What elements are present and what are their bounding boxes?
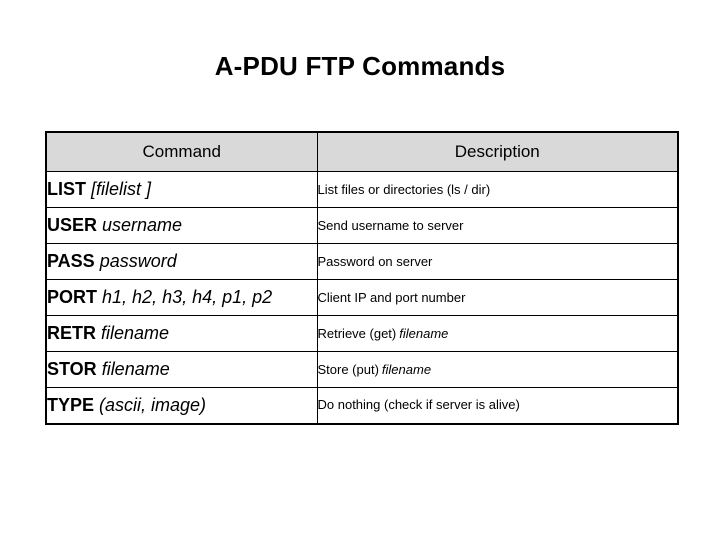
- command-argument: [filelist ]: [91, 179, 152, 200]
- command-name: TYPE: [47, 394, 95, 415]
- cell-description: Password on server: [316, 243, 679, 280]
- command-argument: h1, h2, h3, h4, p1, p2: [102, 287, 273, 308]
- cell-description: Do nothing (check if server is alive): [316, 387, 679, 424]
- cell-command: TYPE(ascii, image): [45, 387, 318, 424]
- table-header: Command Description: [45, 131, 679, 172]
- command-name: RETR: [47, 323, 96, 344]
- column-header-command: Command: [45, 131, 318, 172]
- command-name: PASS: [47, 251, 95, 272]
- cell-description: Retrieve (get)filename: [316, 315, 679, 352]
- column-header-command-label: Command: [142, 141, 221, 161]
- command-name: LIST: [47, 179, 86, 200]
- column-header-description: Description: [316, 131, 679, 172]
- description-text: Client IP and port number: [317, 289, 466, 305]
- description-text: Send username to server: [317, 217, 464, 233]
- table-body: LIST[filelist ]List files or directories…: [45, 171, 679, 424]
- table-row: LIST[filelist ]List files or directories…: [45, 171, 679, 208]
- table-row: TYPE(ascii, image)Do nothing (check if s…: [45, 387, 679, 424]
- description-emphasis: filename: [381, 361, 432, 377]
- table-header-row: Command Description: [45, 131, 679, 172]
- command-argument: filename: [101, 323, 170, 344]
- page-title: A-PDU FTP Commands: [214, 51, 506, 81]
- cell-description: List files or directories (ls / dir): [316, 171, 679, 208]
- cell-description: Client IP and port number: [316, 279, 679, 316]
- column-header-description-label: Description: [454, 141, 540, 161]
- command-argument: filename: [101, 359, 170, 380]
- ftp-commands-table: Command Description LIST[filelist ]List …: [45, 131, 679, 425]
- description-text: Retrieve (get): [317, 325, 397, 341]
- description-text: Do nothing (check if server is alive): [317, 397, 520, 413]
- cell-command: LIST[filelist ]: [45, 171, 318, 208]
- description-emphasis: filename: [399, 325, 449, 341]
- command-argument: username: [102, 215, 183, 236]
- ftp-commands-table-container: Command Description LIST[filelist ]List …: [45, 131, 679, 425]
- command-argument: (ascii, image): [99, 394, 207, 415]
- cell-description: Store (put)filename: [316, 351, 679, 388]
- description-text: Password on server: [317, 253, 433, 269]
- command-argument: password: [99, 251, 177, 272]
- command-name: STOR: [47, 359, 97, 380]
- description-text: Store (put): [317, 361, 379, 377]
- command-name: PORT: [47, 287, 98, 308]
- description-text: List files or directories (ls / dir): [317, 181, 491, 197]
- cell-description: Send username to server: [316, 207, 679, 244]
- command-name: USER: [47, 215, 98, 236]
